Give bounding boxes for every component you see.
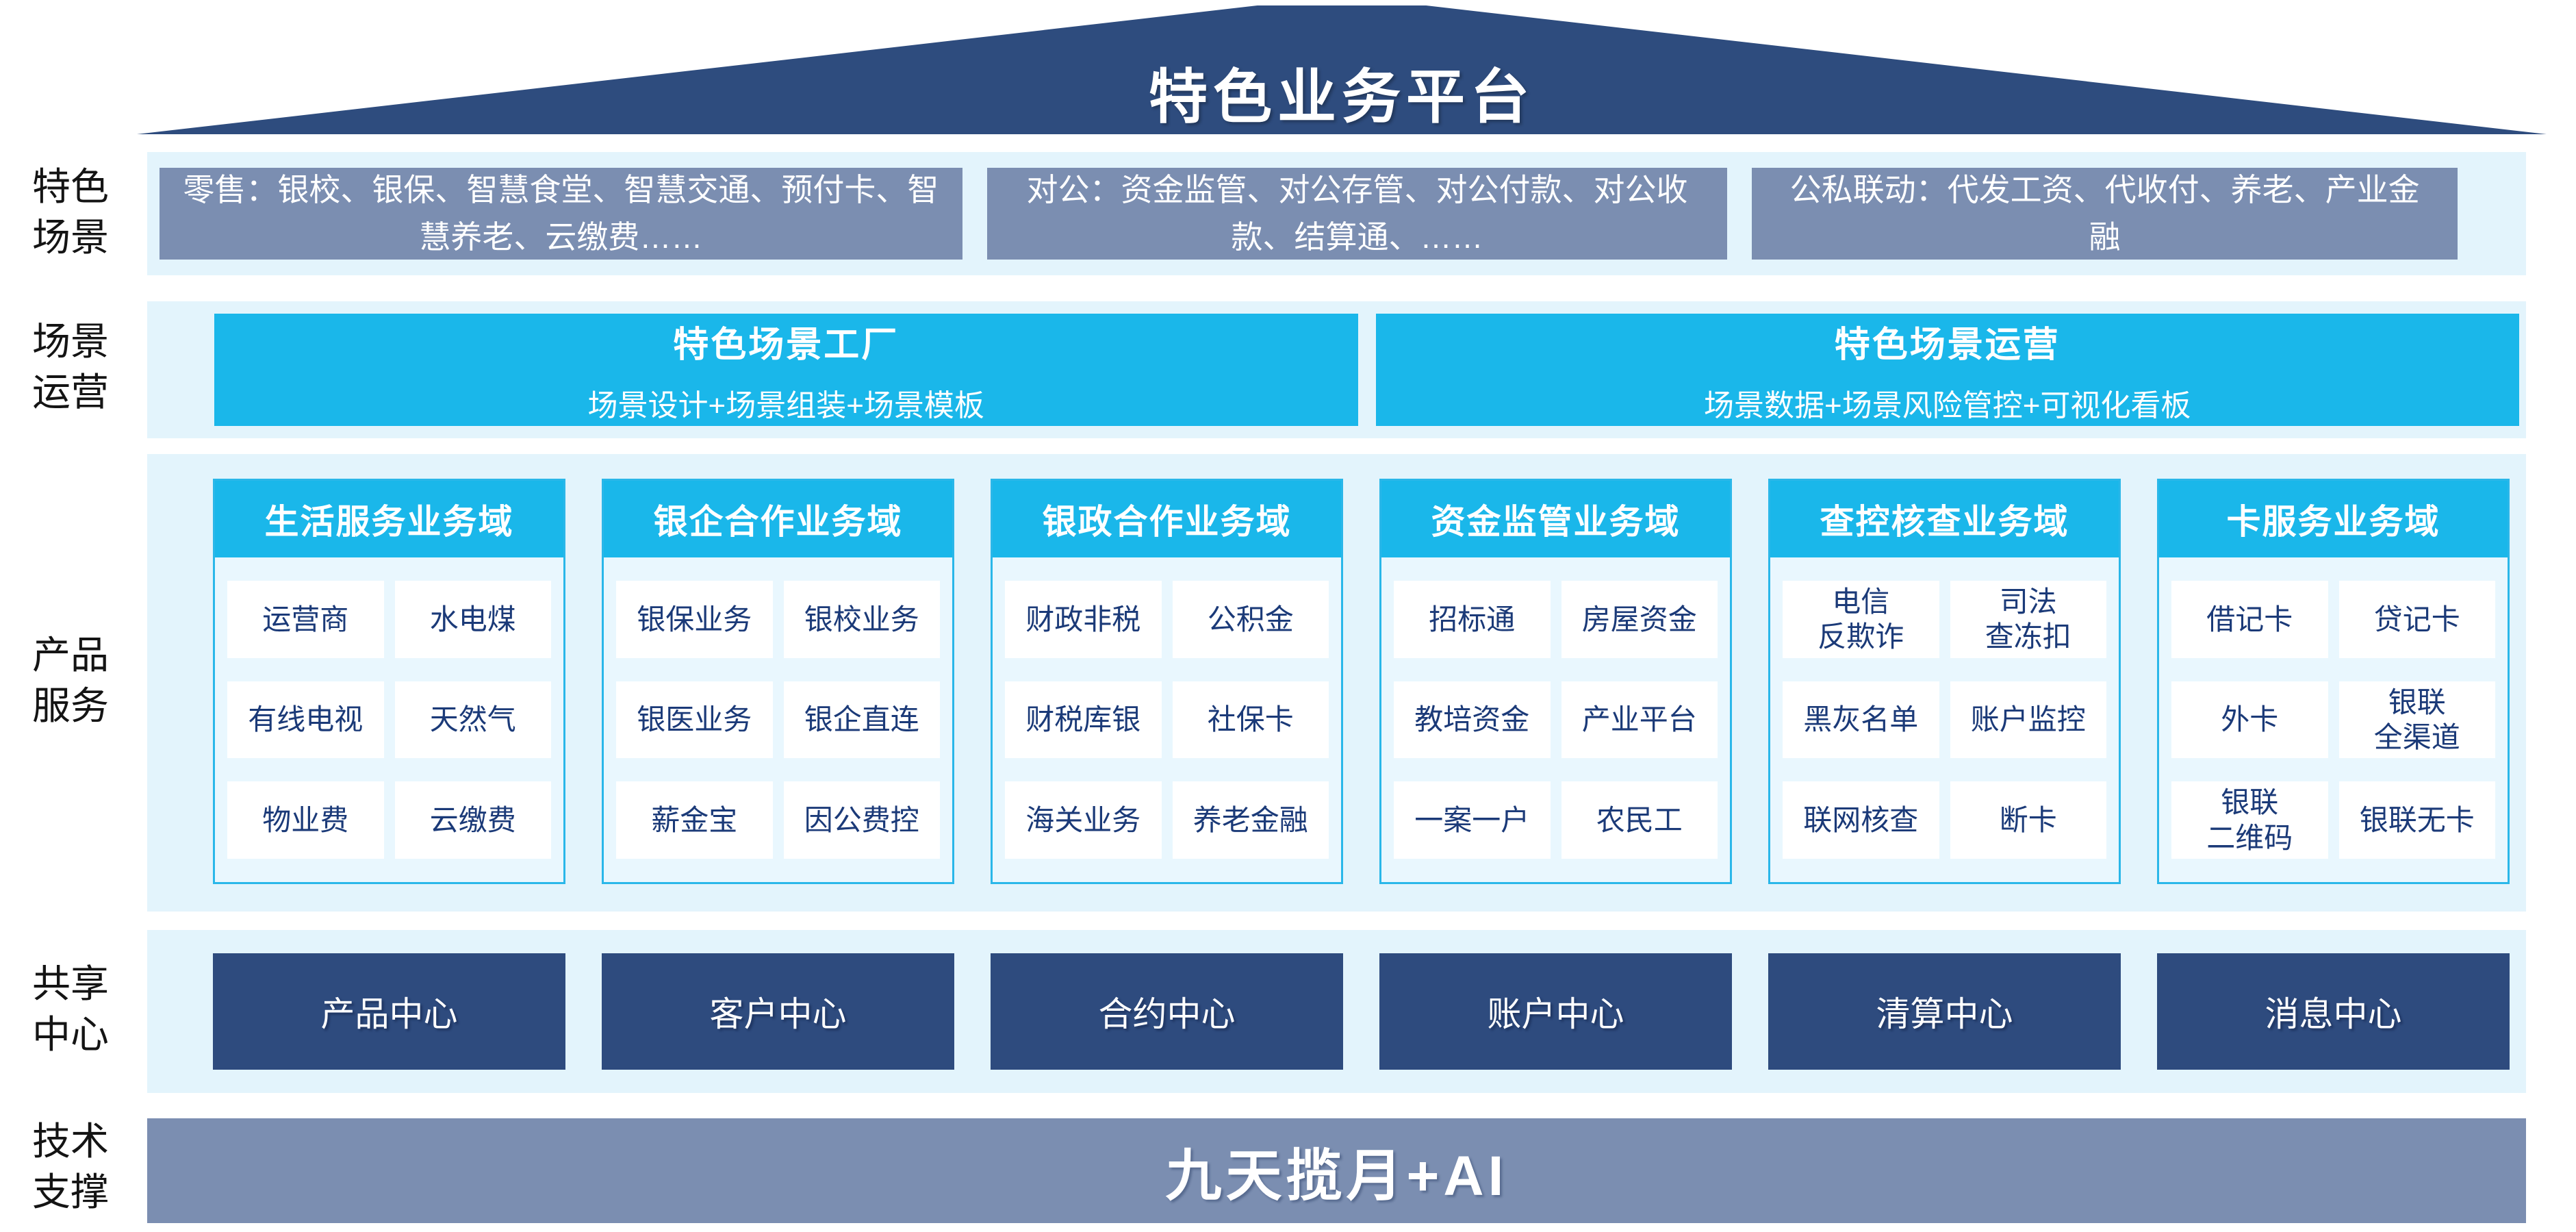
domain-inquiry-control: 查控核查业务域 电信 反欺诈 司法 查冻扣 黑灰名单 账户监控 联网核查 断卡 [1768, 479, 2121, 884]
center-account: 账户中心 [1379, 953, 1732, 1070]
domain-cell: 联网核查 [1783, 781, 1939, 859]
domain-cell: 运营商 [227, 581, 384, 658]
scene-box-public-private: 公私联动：代发工资、代收付、养老、产业金融 [1752, 168, 2458, 260]
center-customer: 客户中心 [602, 953, 954, 1070]
domain-cell: 贷记卡 [2338, 581, 2495, 658]
domain-cell: 房屋资金 [1561, 581, 1718, 658]
scene-factory-card: 特色场景工厂 场景设计+场景组装+场景模板 [214, 314, 1358, 426]
domain-cell: 银校业务 [783, 581, 940, 658]
domain-cell: 一案一户 [1394, 781, 1551, 859]
domain-body: 招标通 房屋资金 教培资金 产业平台 一案一户 农民工 [1381, 557, 1730, 882]
domain-fund-supervision: 资金监管业务域 招标通 房屋资金 教培资金 产业平台 一案一户 农民工 [1379, 479, 1732, 884]
domain-cell: 银企直连 [783, 681, 940, 759]
domain-cell: 公积金 [1172, 581, 1329, 658]
shared-centers-band: 产品中心 客户中心 合约中心 账户中心 清算中心 消息中心 [147, 930, 2526, 1093]
domain-body: 借记卡 贷记卡 外卡 银联 全渠道 银联 二维码 银联无卡 [2159, 557, 2508, 882]
domain-life-services: 生活服务业务域 运营商 水电煤 有线电视 天然气 物业费 云缴费 [213, 479, 565, 884]
domain-title: 生活服务业务域 [215, 481, 563, 557]
row-label-scenes: 特色 场景 [32, 165, 109, 259]
domain-cell: 养老金融 [1172, 781, 1329, 859]
domain-cell: 银联 全渠道 [2338, 681, 2495, 759]
domain-cell: 断卡 [1950, 781, 2106, 859]
domain-cell: 水电煤 [394, 581, 551, 658]
domain-cell: 司法 查冻扣 [1950, 581, 2106, 658]
domain-card-services: 卡服务业务域 借记卡 贷记卡 外卡 银联 全渠道 银联 二维码 银联无卡 [2157, 479, 2510, 884]
domain-cell: 借记卡 [2171, 581, 2328, 658]
domain-title: 银政合作业务域 [993, 481, 1341, 557]
domain-cell: 银联 二维码 [2171, 781, 2328, 859]
scene-box-corporate: 对公：资金监管、对公存管、对公付款、对公收款、结算通、…… [986, 168, 1728, 260]
domain-cell: 账户监控 [1950, 681, 2106, 759]
domain-cell: 外卡 [2171, 681, 2328, 759]
domain-cell: 教培资金 [1394, 681, 1551, 759]
row-label-tech: 技术 支撑 [32, 1120, 109, 1214]
scenes-band: 零售：银校、银保、智慧食堂、智慧交通、预付卡、智慧养老、云缴费…… 对公：资金监… [147, 152, 2526, 275]
scene-operation-card: 特色场景运营 场景数据+场景风险管控+可视化看板 [1375, 314, 2519, 426]
domain-bank-government: 银政合作业务域 财政非税 公积金 财税库银 社保卡 海关业务 养老金融 [991, 479, 1343, 884]
domain-cell: 招标通 [1394, 581, 1551, 658]
center-message: 消息中心 [2157, 953, 2510, 1070]
domain-body: 财政非税 公积金 财税库银 社保卡 海关业务 养老金融 [993, 557, 1341, 882]
domain-cell: 农民工 [1561, 781, 1718, 859]
scene-factory-subtitle: 场景设计+场景组装+场景模板 [587, 388, 984, 423]
products-band: 生活服务业务域 运营商 水电煤 有线电视 天然气 物业费 云缴费 银企合作业务域… [147, 454, 2526, 912]
domain-cell: 天然气 [394, 681, 551, 759]
scene-box-retail: 零售：银校、银保、智慧食堂、智慧交通、预付卡、智慧养老、云缴费…… [160, 168, 962, 260]
domain-title: 资金监管业务域 [1381, 481, 1730, 557]
scene-operation-title: 特色场景运营 [1834, 325, 2061, 365]
roof-banner: 特色业务平台 [137, 5, 2547, 134]
row-label-products: 产品 服务 [32, 633, 109, 727]
row-label-operation: 场景 运营 [32, 320, 109, 414]
domain-cell: 社保卡 [1172, 681, 1329, 759]
scene-factory-title: 特色场景工厂 [673, 325, 900, 365]
domain-cell: 财税库银 [1005, 681, 1162, 759]
domain-cell: 财政非税 [1005, 581, 1162, 658]
domain-cell: 有线电视 [227, 681, 384, 759]
row-label-shared: 共享 中心 [32, 962, 109, 1056]
center-contract: 合约中心 [991, 953, 1343, 1070]
domain-cell: 云缴费 [394, 781, 551, 859]
domain-body: 电信 反欺诈 司法 查冻扣 黑灰名单 账户监控 联网核查 断卡 [1770, 557, 2119, 882]
operation-band: 特色场景工厂 场景设计+场景组装+场景模板 特色场景运营 场景数据+场景风险管控… [147, 301, 2526, 438]
center-product: 产品中心 [213, 953, 565, 1070]
domain-cell: 产业平台 [1561, 681, 1718, 759]
center-clearing: 清算中心 [1768, 953, 2121, 1070]
domain-cell: 银保业务 [616, 581, 773, 658]
domain-cell: 电信 反欺诈 [1783, 581, 1939, 658]
domain-title: 查控核查业务域 [1770, 481, 2119, 557]
domain-cell: 薪金宝 [616, 781, 773, 859]
domain-body: 银保业务 银校业务 银医业务 银企直连 薪金宝 因公费控 [604, 557, 952, 882]
diagram-title: 特色业务平台 [1149, 64, 1535, 130]
domain-cell: 物业费 [227, 781, 384, 859]
domain-cell: 因公费控 [783, 781, 940, 859]
domain-cell: 银联无卡 [2338, 781, 2495, 859]
domain-cell: 银医业务 [616, 681, 773, 759]
domain-title: 银企合作业务域 [604, 481, 952, 557]
domain-cell: 海关业务 [1005, 781, 1162, 859]
domain-bank-enterprise: 银企合作业务域 银保业务 银校业务 银医业务 银企直连 薪金宝 因公费控 [602, 479, 954, 884]
domain-cell: 黑灰名单 [1783, 681, 1939, 759]
domain-body: 运营商 水电煤 有线电视 天然气 物业费 云缴费 [215, 557, 563, 882]
domain-title: 卡服务业务域 [2159, 481, 2508, 557]
tech-banner-text: 九天揽月+AI [1165, 1145, 1508, 1207]
scene-operation-subtitle: 场景数据+场景风险管控+可视化看板 [1704, 388, 2191, 423]
tech-support-band: 九天揽月+AI [147, 1118, 2526, 1223]
